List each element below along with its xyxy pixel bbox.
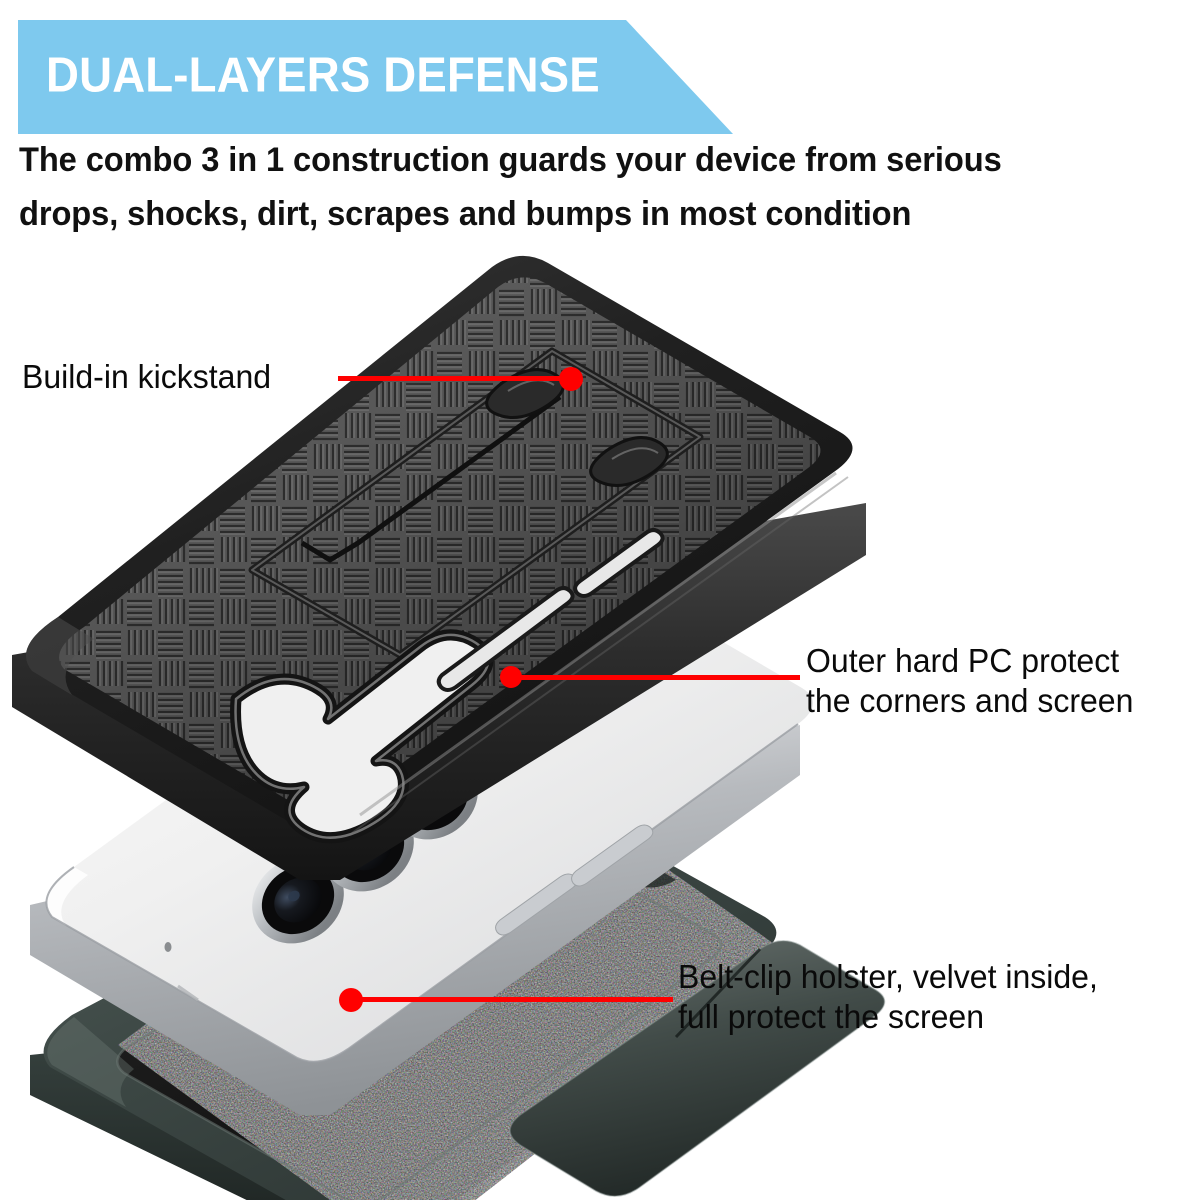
phone-volume-button — [495, 873, 578, 936]
camera-cutout-inner-highlight — [234, 633, 490, 839]
banner-background-shape — [18, 20, 733, 134]
kickstand-notch-lower-highlight — [611, 447, 659, 460]
banner-title-text: DUAL-LAYERS DEFENSE — [46, 48, 600, 103]
callout-belt-clip-line-1: Belt-clip holster, velvet inside, — [678, 958, 1098, 995]
phone-edge-line — [45, 723, 799, 1063]
kickstand-case-layer — [12, 255, 866, 880]
leader-line-kickstand — [338, 376, 573, 381]
callout-outer-pc: Outer hard PC protect the corners and sc… — [806, 641, 1144, 722]
case-rim-gloss — [359, 471, 837, 817]
leader-dot-belt-clip — [339, 988, 363, 1012]
product-exploded-view — [0, 255, 1200, 1200]
product-illustration — [12, 255, 886, 1200]
callout-belt-clip-line-2: full protect the screen — [678, 998, 985, 1036]
case-camera-cutout — [230, 629, 494, 844]
phone-microphone-hole — [164, 942, 172, 952]
case-button-cutout-2 — [573, 528, 665, 598]
subtitle-block: The combo 3 in 1 construction guards you… — [19, 133, 1079, 242]
belt-clip-bar — [510, 940, 885, 1197]
banner-title: DUAL-LAYERS DEFENSE — [46, 48, 642, 103]
leader-line-outer-pc — [505, 675, 800, 680]
belt-clip-bar-edge — [509, 940, 886, 1197]
callout-kickstand: Build-in kickstand — [22, 357, 279, 397]
kickstand-outline-highlight — [251, 350, 701, 656]
phone-power-button — [571, 824, 654, 887]
kickstand-panel — [248, 347, 704, 659]
callout-belt-clip: Belt-clip holster, velvet inside, full p… — [678, 957, 1111, 1038]
leader-dot-kickstand — [559, 367, 583, 391]
callout-outer-pc-line-2: the corners and screen — [806, 682, 1134, 720]
case-weave-shading — [59, 277, 821, 813]
holster-rim-highlight — [47, 1017, 134, 1107]
header-banner: DUAL-LAYERS DEFENSE — [18, 20, 733, 134]
kickstand-hinge-seam — [300, 394, 562, 563]
leader-line-belt-clip — [348, 997, 673, 1002]
callout-outer-pc-line-1: Outer hard PC protect — [806, 642, 1120, 679]
callout-kickstand-line-1: Build-in kickstand — [22, 358, 272, 395]
case-rim-gloss-2 — [351, 476, 849, 834]
subtitle-line-2: drops, shocks, dirt, scrapes and bumps i… — [19, 195, 912, 234]
leader-dot-outer-pc — [500, 666, 522, 688]
case-button-cutout-1 — [436, 586, 575, 692]
case-corner-shadow — [25, 617, 95, 695]
phone-antenna-seam — [177, 984, 199, 1002]
belt-clip-seam — [674, 947, 762, 1039]
subtitle-line-1: The combo 3 in 1 construction guards you… — [19, 141, 1002, 179]
